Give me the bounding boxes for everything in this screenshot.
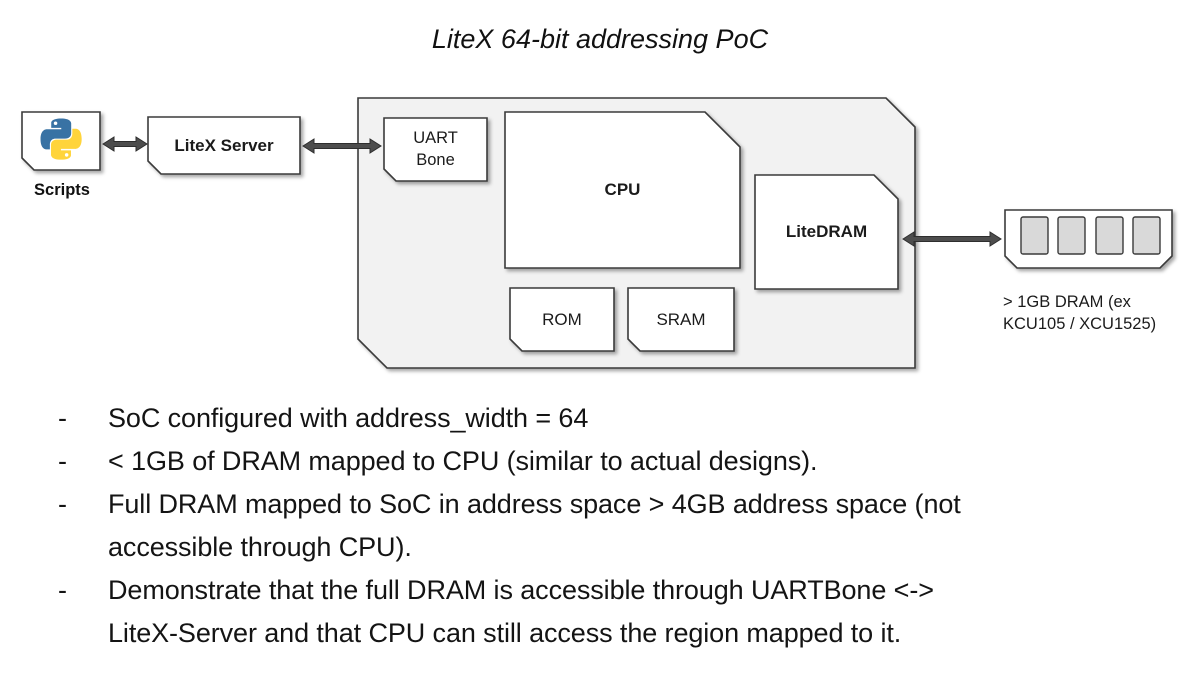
litex-server-box <box>147 116 301 175</box>
dram-chip-icon <box>1020 216 1049 255</box>
dram-module-icon <box>1004 209 1173 269</box>
litedram-label: LiteDRAM <box>785 222 868 242</box>
python-logo-eye-right <box>64 153 69 157</box>
list-item: - Full DRAM mapped to SoC in address spa… <box>58 483 1183 569</box>
sram-box <box>627 287 735 352</box>
sram-label: SRAM <box>656 309 706 329</box>
arrow-litedram-dram <box>902 231 1002 247</box>
arrow-litex-server-uartbone <box>302 138 382 154</box>
bullet-dash: - <box>58 446 67 476</box>
arrow-scripts-litex-server <box>102 136 148 152</box>
bullet-text: SoC configured with address_width = 64 <box>108 403 589 433</box>
bullet-dash: - <box>58 403 67 433</box>
bullet-dash: - <box>58 489 67 519</box>
bullet-text: Full DRAM mapped to SoC in address space… <box>108 489 961 562</box>
bullet-text: Demonstrate that the full DRAM is access… <box>108 575 934 648</box>
bullet-dash: - <box>58 575 67 605</box>
bullet-text: < 1GB of DRAM mapped to CPU (similar to … <box>108 446 818 476</box>
scripts-label: Scripts <box>34 181 90 199</box>
python-logo-icon <box>40 118 82 160</box>
rom-label: ROM <box>542 309 582 329</box>
litedram-box <box>754 174 899 290</box>
cpu-label: CPU <box>604 180 641 200</box>
uartbone-label: UART Bone <box>413 129 458 169</box>
page-title: LiteX 64-bit addressing PoC <box>431 24 769 54</box>
dram-chip-icon <box>1057 216 1086 255</box>
bullet-list: - SoC configured with address_width = 64… <box>58 397 1183 655</box>
list-item: - SoC configured with address_width = 64 <box>58 397 1183 440</box>
uartbone-box <box>383 117 488 182</box>
litex-server-label: LiteX Server <box>174 135 274 155</box>
python-logo-blue-part <box>40 118 72 150</box>
cpu-box <box>504 111 741 269</box>
rom-box <box>509 287 615 352</box>
list-item: - < 1GB of DRAM mapped to CPU (similar t… <box>58 440 1183 483</box>
dram-chip-icon <box>1095 216 1124 255</box>
python-logo-yellow-part <box>50 128 82 160</box>
list-item: - Demonstrate that the full DRAM is acce… <box>58 569 1183 655</box>
dram-caption: > 1GB DRAM (ex KCU105 / XCU1525) <box>1003 293 1157 334</box>
dram-chip-icon <box>1132 216 1161 255</box>
python-logo-eye-left <box>53 121 58 126</box>
